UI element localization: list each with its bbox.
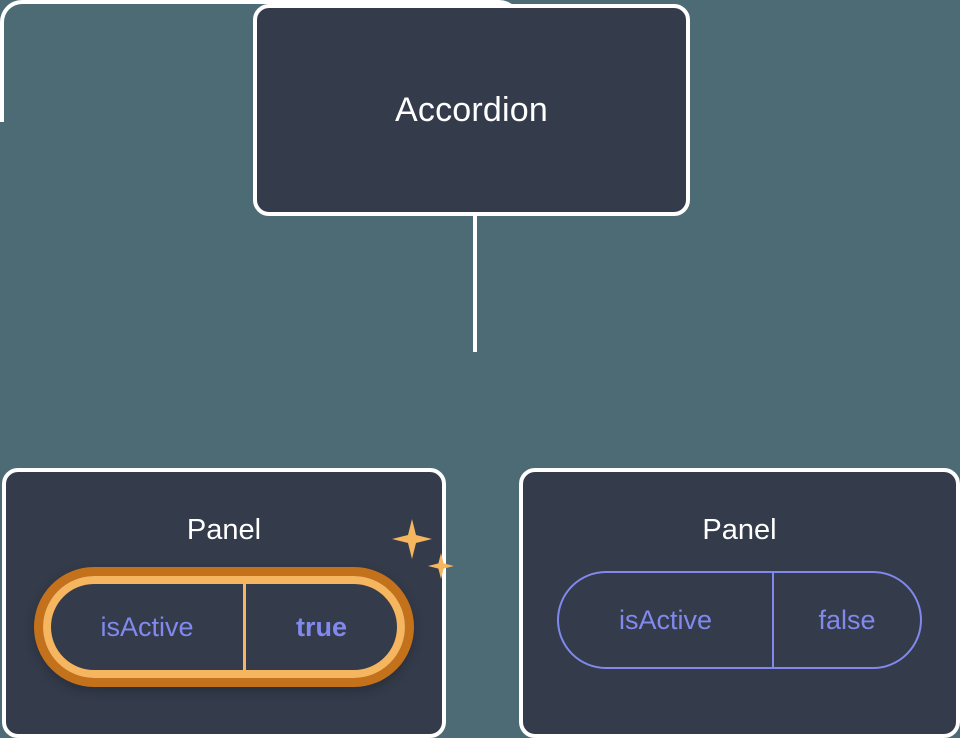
prop-pill-isactive-false[interactable]: isActive false: [557, 571, 922, 669]
connector-root-stem: [473, 212, 477, 352]
prop-pill-inner: isActive true: [43, 576, 405, 678]
prop-value-label: false: [772, 573, 920, 667]
sparkle-group: [390, 519, 460, 599]
prop-pill-isactive-true[interactable]: isActive true: [34, 567, 414, 687]
node-title-panel-left: Panel: [186, 514, 262, 546]
prop-key-label: isActive: [618, 604, 713, 635]
node-panel-left[interactable]: Panel isActive true: [2, 468, 454, 738]
node-title-accordion: Accordion: [395, 90, 548, 129]
prop-key-label: isActive: [100, 611, 194, 642]
node-accordion[interactable]: Accordion: [253, 4, 690, 216]
prop-value-label: true: [243, 584, 397, 670]
sparkle-large-icon: [392, 519, 432, 559]
sparkle-small-icon: [428, 553, 454, 579]
node-title-panel-right: Panel: [702, 514, 777, 546]
prop-pill-left-wrapper: isActive true: [34, 519, 454, 687]
node-panel-right[interactable]: Panel isActive false: [519, 468, 960, 738]
